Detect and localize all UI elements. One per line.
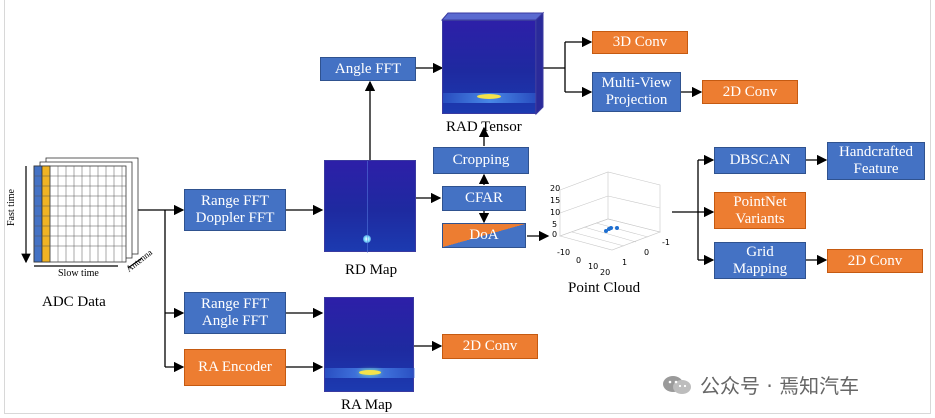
multi-view-projection-box: Multi-View Projection	[592, 72, 681, 112]
range-angle-fft-box: Range FFT Angle FFT	[184, 292, 286, 334]
grid-text: Grid	[746, 243, 774, 260]
z-tick: 20	[550, 184, 561, 193]
ra-2d-conv-box: 2D Conv	[442, 334, 538, 359]
adc-data-label: ADC Data	[42, 294, 106, 310]
pointnet-text: PointNet	[733, 193, 787, 210]
doa-box: DoA	[442, 223, 526, 248]
rd-map-image	[324, 160, 416, 253]
variants-text: Variants	[735, 210, 785, 227]
ra-2d-conv-text: 2D Conv	[462, 338, 518, 354]
cfar-text: CFAR	[464, 190, 504, 206]
handcrafted-feature-box: Handcrafted Feature	[827, 142, 925, 180]
projection-text: Projection	[605, 92, 668, 108]
grid-2d-conv-text: 2D Conv	[847, 252, 903, 269]
mapping-text: Mapping	[732, 260, 788, 277]
point	[609, 226, 613, 230]
dbscan-text: DBSCAN	[729, 152, 791, 168]
doppler-fft-text: Doppler FFT	[195, 210, 275, 226]
slow-time-label: Slow time	[58, 268, 99, 279]
cfar-box: CFAR	[442, 186, 526, 211]
angle-fft-text: Angle FFT	[334, 60, 402, 77]
watermark: 公众号 · 焉知汽车	[662, 370, 859, 399]
y-tick: 0	[644, 248, 650, 257]
figure-frame	[4, 0, 931, 414]
x-tick: 10	[588, 262, 599, 271]
top-2d-conv-box: 2D Conv	[702, 80, 798, 104]
ra-map-peak	[359, 370, 381, 375]
angle-fft-text: Angle FFT	[201, 313, 269, 329]
x-tick: 20	[600, 268, 611, 277]
doa-text: DoA	[469, 227, 499, 243]
x-tick: 0	[576, 256, 582, 265]
pointnet-variants-box: PointNet Variants	[714, 192, 806, 229]
point	[604, 229, 608, 233]
rd-map-streak	[367, 161, 368, 253]
point	[615, 226, 619, 230]
rd-map-label: RD Map	[345, 262, 398, 278]
z-tick: 5	[552, 220, 558, 229]
top-2d-conv-text: 2D Conv	[722, 83, 778, 100]
z-tick: 15	[550, 196, 561, 205]
cropping-text: Cropping	[452, 152, 510, 168]
ra-encoder-text: RA Encoder	[198, 359, 272, 375]
grid-mapping-box: Grid Mapping	[714, 242, 806, 279]
angle-fft-box: Angle FFT	[320, 57, 416, 81]
multi-view-text: Multi-View	[601, 75, 672, 91]
3d-conv-text: 3D Conv	[612, 34, 668, 50]
handcrafted-text: Handcrafted	[838, 144, 914, 160]
range-fft-text: Range FFT	[201, 193, 269, 209]
rad-tensor-image	[442, 20, 537, 114]
z-tick: 0	[552, 230, 558, 239]
3d-conv-box: 3D Conv	[592, 31, 688, 54]
ra-map-image	[324, 297, 415, 392]
cropping-box: Cropping	[433, 147, 529, 174]
x-tick: -10	[557, 248, 571, 257]
wechat-icon	[663, 375, 691, 394]
rad-tensor-peak	[477, 94, 501, 99]
z-tick: 10	[550, 208, 561, 217]
watermark-text: 公众号 · 焉知汽车	[700, 374, 860, 398]
rad-tensor-label: RAD Tensor	[446, 119, 522, 135]
feature-text: Feature	[853, 161, 899, 177]
y-tick: 1	[622, 258, 628, 267]
point-cloud-label: Point Cloud	[568, 280, 641, 296]
range-doppler-fft-box: Range FFT Doppler FFT	[184, 189, 286, 231]
ra-map-label: RA Map	[341, 397, 393, 413]
ra-encoder-box: RA Encoder	[184, 349, 286, 386]
grid-2d-conv-box: 2D Conv	[827, 249, 923, 273]
y-tick: -1	[662, 238, 670, 247]
dbscan-box: DBSCAN	[714, 147, 806, 174]
range-fft-text: Range FFT	[201, 296, 269, 312]
